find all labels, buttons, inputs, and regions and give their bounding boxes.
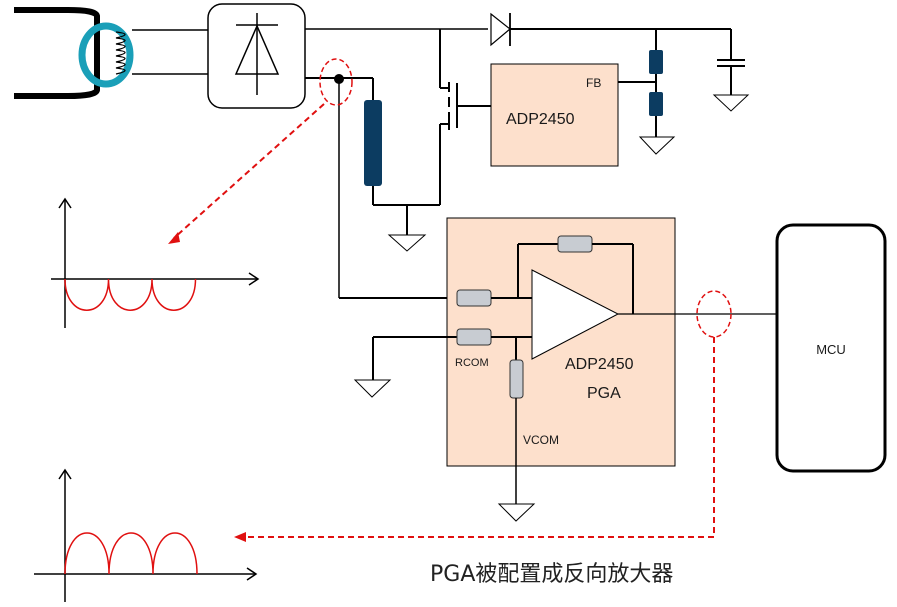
- waveform-trace: [64, 532, 198, 575]
- op-amp-icon: [531, 269, 620, 360]
- axis-arrow-icon: [58, 197, 72, 209]
- power-ic-label: ADP2450: [506, 111, 575, 128]
- axis-arrow-icon: [248, 272, 260, 286]
- probe-marker-pga-output: [234, 290, 732, 542]
- ground-icon: [638, 136, 676, 155]
- ground-icon: [387, 234, 427, 252]
- vcom-pin-label: VCOM: [523, 433, 559, 447]
- input-resistor-icon: [456, 289, 492, 307]
- diode-icon: [234, 24, 280, 75]
- resistor-icon: [649, 92, 663, 116]
- ground-icon: [497, 503, 536, 522]
- rcom-pin-label: RCOM: [455, 357, 489, 369]
- conductor-loop: [14, 7, 100, 99]
- capacitor-icon: [717, 29, 745, 95]
- ground-icon: [353, 379, 392, 398]
- ground-icon: [712, 94, 750, 112]
- current-clamp: [14, 7, 208, 99]
- feedback-resistor-icon: [557, 235, 593, 253]
- caption: PGA被配置成反向放大器: [430, 562, 673, 587]
- arrow-head-icon: [168, 232, 180, 244]
- diode-icon: [490, 12, 511, 47]
- waveform-rectifier-output: [51, 197, 260, 328]
- mcu-block: MCU: [775, 223, 887, 473]
- clamp-ring-icon: [78, 22, 134, 88]
- resistor-icon: [649, 50, 663, 74]
- sense-resistor-icon: [364, 100, 382, 186]
- bridge-rectifier: [207, 3, 306, 109]
- pga-ic-label: ADP2450: [565, 356, 634, 373]
- axis-arrow-icon: [246, 567, 258, 581]
- waveform-pga-output: [34, 468, 258, 602]
- probe-marker-rectifier: [168, 58, 353, 244]
- axis-arrow-icon: [58, 468, 72, 480]
- coil-icon: [115, 31, 126, 75]
- pga-block: RCOM VCOM ADP2450 PGA: [373, 217, 777, 504]
- mosfet-icon: [439, 29, 491, 205]
- pga-label: PGA: [587, 385, 621, 402]
- fb-pin-label: FB: [586, 76, 601, 90]
- arrow-head-icon: [234, 532, 246, 542]
- rcom-resistor-icon: [456, 328, 492, 346]
- power-ic-block: FB ADP2450: [490, 63, 619, 167]
- mcu-label: MCU: [816, 342, 846, 357]
- waveform-trace: [64, 278, 197, 311]
- vcom-resistor-icon: [509, 359, 524, 399]
